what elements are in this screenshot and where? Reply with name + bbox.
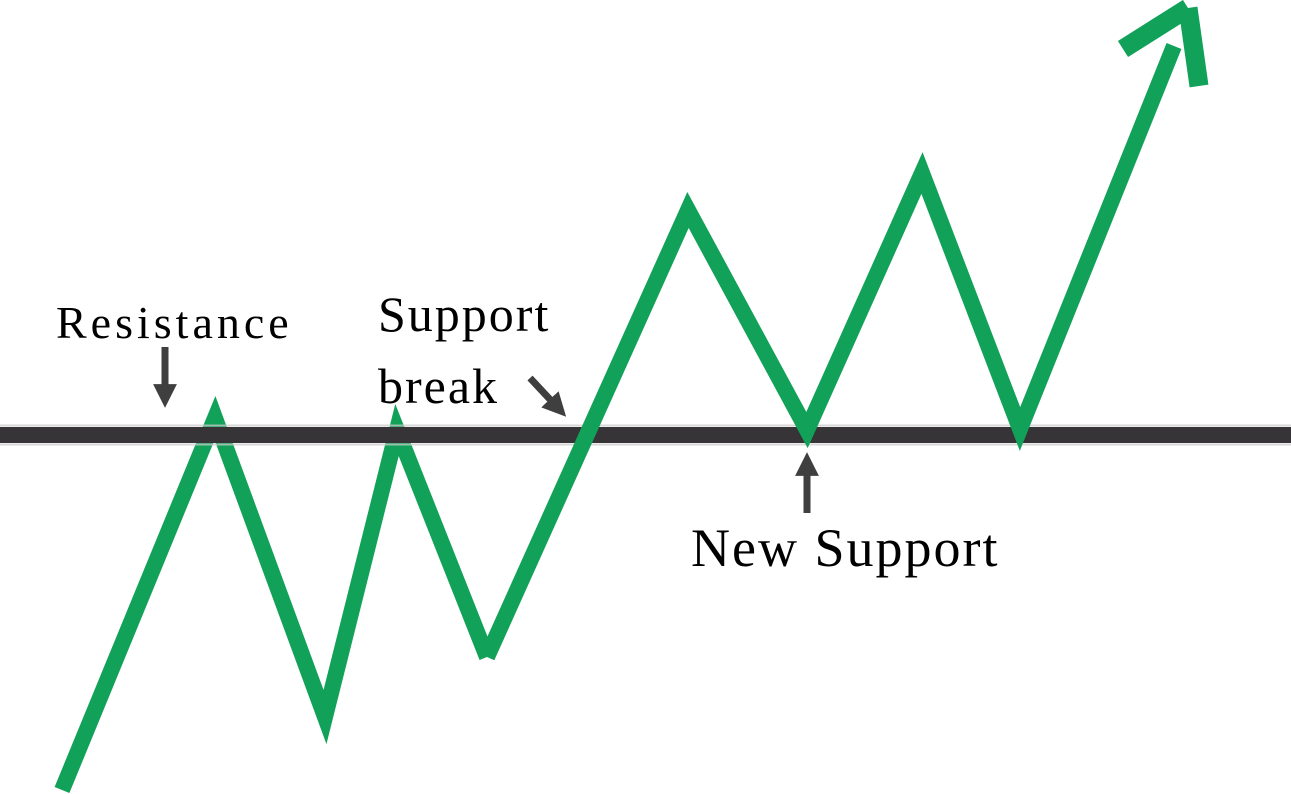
level-line-top-edge <box>0 424 1291 427</box>
resistance-label: Resistance <box>56 297 293 348</box>
trend-arrowhead-right-barb-icon <box>1178 6 1209 88</box>
support-break-diagonal-arrow-icon <box>527 375 567 417</box>
price-trend-below-resistance <box>54 395 495 794</box>
level-line-bottom-edge <box>0 443 1291 446</box>
trend-arrowhead-left-barb-icon <box>1117 0 1194 58</box>
support-break-label-line1: Support <box>378 286 551 342</box>
new-support-label: New Support <box>691 518 1000 578</box>
resistance-support-level-line <box>0 427 1291 443</box>
price-trend-above-resistance <box>479 43 1182 661</box>
support-break-label: Support break <box>378 278 550 422</box>
support-break-label-line2: break <box>378 358 500 414</box>
